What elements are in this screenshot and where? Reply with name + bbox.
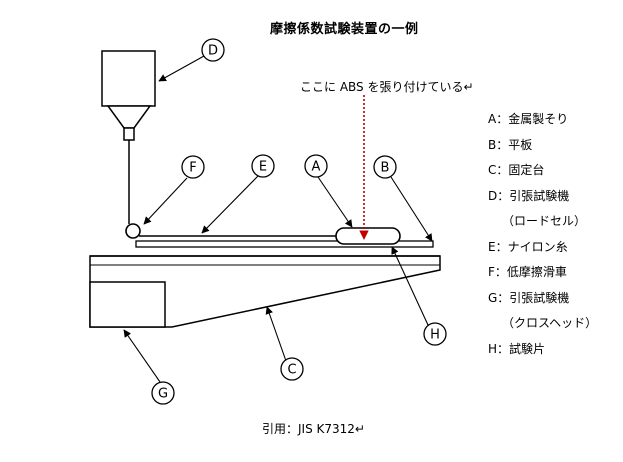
svg-text:D: D	[208, 44, 218, 59]
svg-text:G: G	[158, 387, 168, 402]
legend-item-d: D：引張試験機	[488, 188, 570, 203]
callout-a: A	[304, 154, 328, 178]
legend-item-b: B：平板	[488, 137, 533, 152]
citation: 引用：JIS K7312↵	[262, 422, 365, 436]
svg-text:C: C	[287, 363, 296, 378]
load-cell-funnel	[106, 105, 152, 129]
pulley	[125, 223, 141, 239]
legend-item-d-sub: （ロードセル）	[502, 214, 587, 228]
legend-item-g-sub: （クロスヘッド）	[502, 316, 598, 330]
leader-e	[201, 175, 259, 234]
callout-g: G	[151, 381, 175, 405]
crosshead-block	[89, 281, 166, 328]
load-cell-neck	[123, 127, 135, 141]
legend-item-e: E：ナイロン糸	[488, 239, 568, 254]
svg-text:E: E	[259, 160, 267, 175]
legend-item-h: H：試験片	[488, 341, 546, 356]
leader-h	[391, 246, 429, 326]
legend-item-f: F：低摩擦滑車	[488, 265, 567, 279]
callout-d: D	[201, 38, 225, 62]
flat-plate	[135, 240, 434, 248]
callout-b: B	[373, 155, 397, 179]
svg-text:A: A	[312, 160, 321, 175]
callout-e: E	[251, 154, 275, 178]
leader-b	[390, 176, 433, 242]
svg-text:B: B	[381, 161, 390, 176]
figure-title: 摩擦係数試験装置の一例	[270, 22, 419, 37]
legend-list: A：金属製そり B：平板 C：固定台 D：引張試験機 （ロードセル） E：ナイロ…	[488, 107, 597, 362]
legend-item-g: G：引張試験機	[488, 290, 570, 305]
callout-f: F	[181, 155, 205, 179]
svg-text:F: F	[189, 161, 196, 176]
abs-note: ここに ABS を張り付けている↵	[300, 80, 474, 94]
legend-item-a: A：金属製そり	[488, 112, 569, 126]
legend-item-c: C：固定台	[488, 163, 545, 177]
leader-c	[265, 306, 287, 362]
leader-f	[143, 177, 188, 225]
leader-a	[317, 176, 353, 228]
load-cell-body	[101, 50, 156, 107]
metal-sled	[335, 227, 401, 245]
leader-g	[123, 329, 161, 383]
callout-h: H	[423, 322, 447, 346]
callout-c: C	[280, 357, 304, 381]
svg-text:H: H	[430, 328, 440, 343]
leader-d	[158, 55, 205, 82]
